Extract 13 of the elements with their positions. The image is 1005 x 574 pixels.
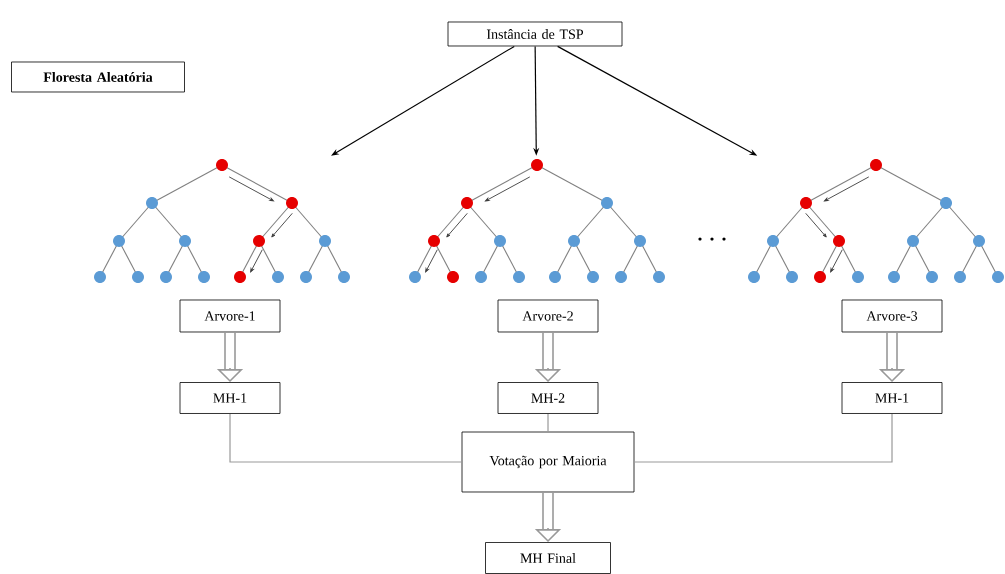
text-box: Arvore-1 — [179, 299, 281, 333]
tree-drawing — [94, 159, 350, 283]
text-box: Arvore-3 — [841, 299, 943, 333]
text-box: Floresta Aleatória — [11, 61, 185, 93]
connector-line — [229, 413, 463, 463]
text-box: Instância de TSP — [447, 21, 623, 47]
tree-drawing — [409, 159, 665, 283]
connector-line — [633, 413, 893, 463]
connector-line — [547, 413, 549, 433]
text-box: Votação por Maioria — [461, 431, 635, 493]
arrow — [331, 45, 515, 156]
text-box: Arvore-2 — [497, 299, 599, 333]
tree-drawing — [748, 159, 1004, 283]
